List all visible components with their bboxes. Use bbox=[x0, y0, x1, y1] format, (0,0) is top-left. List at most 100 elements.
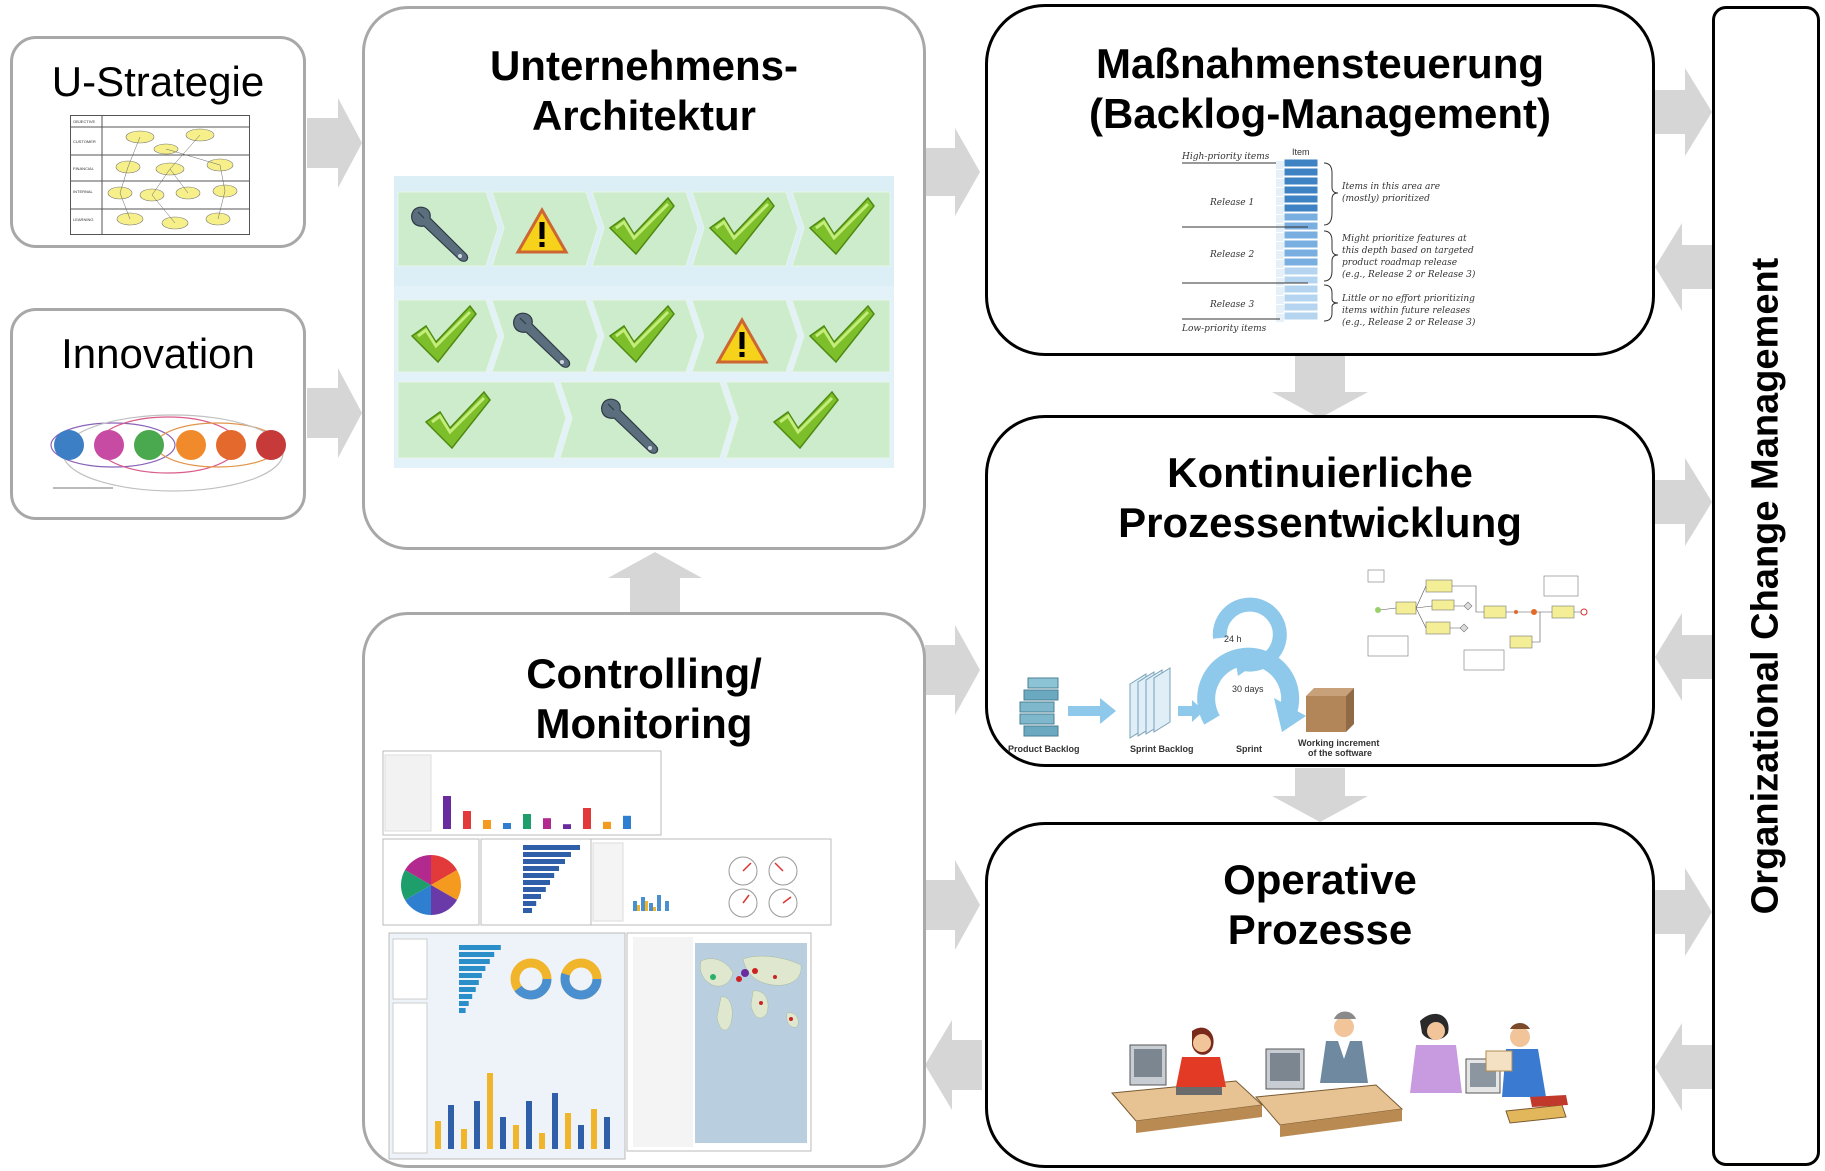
scrum-process-diagram: Product Backlog Sprint Backlog 24 h 30 d… bbox=[1008, 597, 1379, 758]
sprint-backlog-to-sprint-arrow bbox=[1178, 700, 1204, 722]
sales-bar bbox=[459, 987, 476, 992]
arrow-controlling-to-architektur bbox=[608, 552, 702, 612]
bottom-bar bbox=[474, 1101, 480, 1149]
bottom-bar bbox=[565, 1113, 571, 1149]
svg-text:CUSTOMER: CUSTOMER bbox=[73, 139, 96, 144]
sprint-backlog-label: Sprint Backlog bbox=[1130, 744, 1194, 754]
bottom-bar-chart bbox=[435, 1073, 610, 1149]
worker-4 bbox=[1485, 1023, 1568, 1124]
note2-line3: product roadmap release bbox=[1342, 258, 1457, 268]
controlling-title-line2: Monitoring bbox=[535, 700, 753, 747]
svg-text:FINANCIAL: FINANCIAL bbox=[73, 166, 95, 171]
sales-horizontal-bars bbox=[459, 945, 501, 1013]
high-priority-label: High-priority items bbox=[1181, 152, 1270, 162]
sprint-label: Sprint bbox=[1236, 744, 1262, 754]
arrow-operative-to-controlling bbox=[925, 1020, 982, 1110]
product-backlog-icon bbox=[1019, 677, 1059, 737]
architektur-box: Unternehmens- Architektur bbox=[362, 6, 926, 550]
horizontal-bar bbox=[523, 908, 532, 913]
ocm-label: Organizational Change Management bbox=[1744, 257, 1787, 915]
bottom-bar bbox=[578, 1125, 584, 1149]
svg-text:LEARNING: LEARNING bbox=[73, 217, 93, 222]
sales-bar bbox=[459, 973, 482, 978]
bottom-bar bbox=[435, 1121, 441, 1149]
daily-label: 24 h bbox=[1224, 634, 1242, 644]
arrow-controlling-to-operative bbox=[925, 860, 980, 950]
sales-bar bbox=[459, 945, 501, 950]
kontinuierliche-title-line2: Prozessentwicklung bbox=[1118, 499, 1522, 546]
worker-1 bbox=[1110, 1027, 1264, 1133]
bottom-bar bbox=[591, 1109, 597, 1149]
sales-bar bbox=[459, 980, 479, 985]
dashboard-collage bbox=[382, 750, 832, 1160]
category-bar bbox=[623, 815, 631, 829]
arrow-architektur-to-massnahmen bbox=[925, 128, 980, 216]
category-bar bbox=[523, 814, 531, 829]
product-backlog-diagram: High-priority items Item Release 1 Relea… bbox=[1181, 147, 1476, 334]
category-bar bbox=[603, 821, 611, 829]
note3-line3: (e.g., Release 2 or Release 3) bbox=[1342, 317, 1476, 328]
category-bar bbox=[443, 796, 451, 829]
bottom-bar bbox=[526, 1101, 532, 1149]
arrow-controlling-to-kontinuierliche bbox=[925, 625, 980, 715]
horizontal-bar bbox=[523, 894, 541, 899]
arrow-massnahmen-to-kontinuierliche bbox=[1272, 356, 1368, 418]
sales-bar bbox=[459, 952, 495, 957]
product-backlog-label: Product Backlog bbox=[1008, 744, 1080, 754]
controlling-title-line1: Controlling/ bbox=[526, 650, 762, 697]
sprint-length-label: 30 days bbox=[1232, 684, 1264, 694]
arrow-ocm-to-massnahmen bbox=[1655, 223, 1712, 311]
horizontal-bar bbox=[523, 901, 537, 906]
category-bar bbox=[543, 818, 551, 829]
arrow-innovation-to-architektur bbox=[307, 368, 362, 458]
sprint-backlog-icon bbox=[1129, 667, 1171, 739]
kontinuierliche-box: Kontinuierliche Prozessentwicklung Produ… bbox=[985, 415, 1655, 767]
category-bar-chart bbox=[443, 796, 631, 829]
bottom-bar bbox=[539, 1133, 545, 1149]
low-priority-label: Low-priority items bbox=[1181, 324, 1267, 334]
bottom-bar bbox=[513, 1125, 519, 1149]
category-bar bbox=[503, 823, 511, 829]
sales-bar bbox=[459, 994, 473, 999]
bottom-bar bbox=[552, 1093, 558, 1149]
category-bar bbox=[463, 811, 471, 829]
worker-3 bbox=[1410, 1013, 1501, 1094]
bottom-bar bbox=[500, 1117, 506, 1149]
arrow-kontinuierliche-to-operative bbox=[1272, 768, 1368, 822]
innovation-box: Innovation bbox=[10, 308, 306, 520]
note1-line2: (mostly) prioritized bbox=[1342, 193, 1430, 204]
sales-bar bbox=[459, 1008, 466, 1013]
massnahmen-box: Maßnahmensteuerung (Backlog-Management) … bbox=[985, 4, 1655, 356]
arrow-ocm-to-operative bbox=[1655, 1023, 1712, 1111]
release-2-label: Release 2 bbox=[1209, 250, 1254, 260]
bottom-bar bbox=[461, 1129, 467, 1149]
svg-text:INTERNAL: INTERNAL bbox=[73, 189, 94, 194]
sales-bar bbox=[459, 959, 490, 964]
category-bar bbox=[583, 808, 591, 829]
operative-title-line2: Prozesse bbox=[1227, 906, 1413, 953]
backlog-to-sprint-arrow bbox=[1068, 698, 1116, 724]
innovation-title: Innovation bbox=[61, 330, 255, 377]
horizontal-bar bbox=[523, 852, 571, 857]
horizontal-bar-chart bbox=[523, 845, 580, 913]
ocm-box: Organizational Change Management bbox=[1712, 6, 1820, 1166]
note2-line1: Might prioritize features at bbox=[1341, 234, 1467, 244]
horizontal-bar bbox=[523, 873, 555, 878]
item-header-label: Item bbox=[1292, 147, 1310, 157]
increment-label-line1: Working increment bbox=[1298, 738, 1379, 748]
category-bar bbox=[563, 824, 571, 829]
operative-box: Operative Prozesse bbox=[985, 822, 1655, 1168]
sales-bar bbox=[459, 966, 486, 971]
pie-chart bbox=[400, 855, 462, 915]
bottom-bar bbox=[604, 1117, 610, 1149]
horizontal-bar bbox=[523, 880, 550, 885]
architektur-title-line2: Architektur bbox=[531, 92, 757, 139]
note3-line2: items within future releases bbox=[1342, 306, 1471, 316]
release-3-label: Release 3 bbox=[1209, 300, 1254, 310]
increment-label-line2: of the software bbox=[1308, 748, 1372, 758]
operative-title-line1: Operative bbox=[1223, 856, 1417, 903]
bottom-bar bbox=[487, 1073, 493, 1149]
